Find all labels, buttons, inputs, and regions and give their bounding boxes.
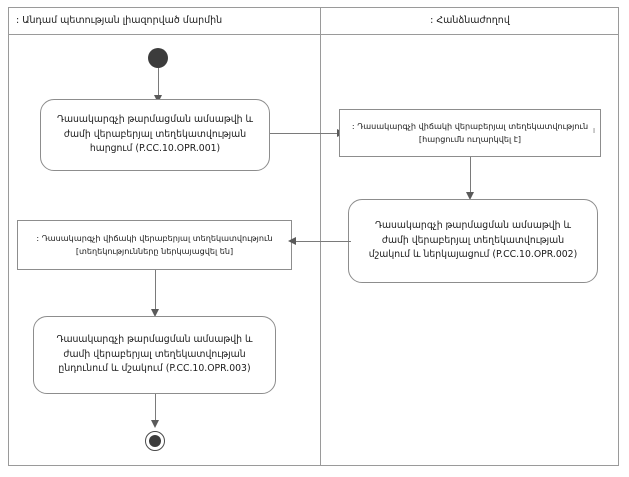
- swimlane-divider: [320, 7, 321, 466]
- object-node-2[interactable]: : Դասակարգչի վիճակի վերաբերյալ տեղեկատվո…: [17, 220, 292, 270]
- arrowhead-object1-to-activity2: [466, 192, 474, 200]
- lane-header-rule: [8, 34, 619, 35]
- object-node-1[interactable]: : Դասակարգչի վիճակի վերաբերյալ տեղեկատվո…: [339, 109, 601, 157]
- swimlane-header-right: : Հանձնաժողով: [430, 15, 510, 26]
- arrowhead-object2-to-activity3: [151, 309, 159, 317]
- final-node[interactable]: [145, 431, 165, 451]
- activity-node-3-label: Դասակարգչի թարմացման ամսաթվի և ժամի վերա…: [56, 334, 253, 375]
- object-node-1-label: : Դասակարգչի վիճակի վերաբերյալ տեղեկատվո…: [351, 121, 589, 144]
- edge-activity2-to-object2: [293, 241, 351, 242]
- edge-object1-to-activity2: [470, 157, 471, 194]
- object-node-2-label: : Դասակարգչի վիճակի վերաբերյալ տեղեկատվո…: [36, 233, 273, 256]
- arrowhead-activity3-to-final: [151, 420, 159, 428]
- edge-initial-to-activity1: [158, 68, 159, 96]
- activity-node-1[interactable]: Դասակարգչի թարմացման ամսաթվի և ժամի վերա…: [40, 99, 270, 171]
- final-node-core: [148, 434, 161, 447]
- activity-node-2-label: Դասակարգչի թարմացման ամսաթվի և ժամի վերա…: [368, 220, 578, 261]
- activity-node-1-label: Դասակարգչի թարմացման ամսաթվի և ժամի վերա…: [56, 114, 254, 155]
- initial-node[interactable]: [148, 48, 168, 68]
- edge-object2-to-activity3: [155, 270, 156, 310]
- swimlane-header-left: : Անդամ պետության լիազորված մարմին: [16, 15, 223, 26]
- edge-activity3-to-final: [155, 394, 156, 424]
- arrowhead-activity2-to-object2: [288, 237, 296, 245]
- activity-node-3[interactable]: Դասակարգչի թարմացման ամսաթվի և ժամի վերա…: [33, 316, 276, 394]
- object-node-1-artifact-glyph: I: [593, 127, 596, 135]
- edge-activity1-to-object1: [270, 133, 344, 134]
- activity-node-2[interactable]: Դասակարգչի թարմացման ամսաթվի և ժամի վերա…: [348, 199, 598, 283]
